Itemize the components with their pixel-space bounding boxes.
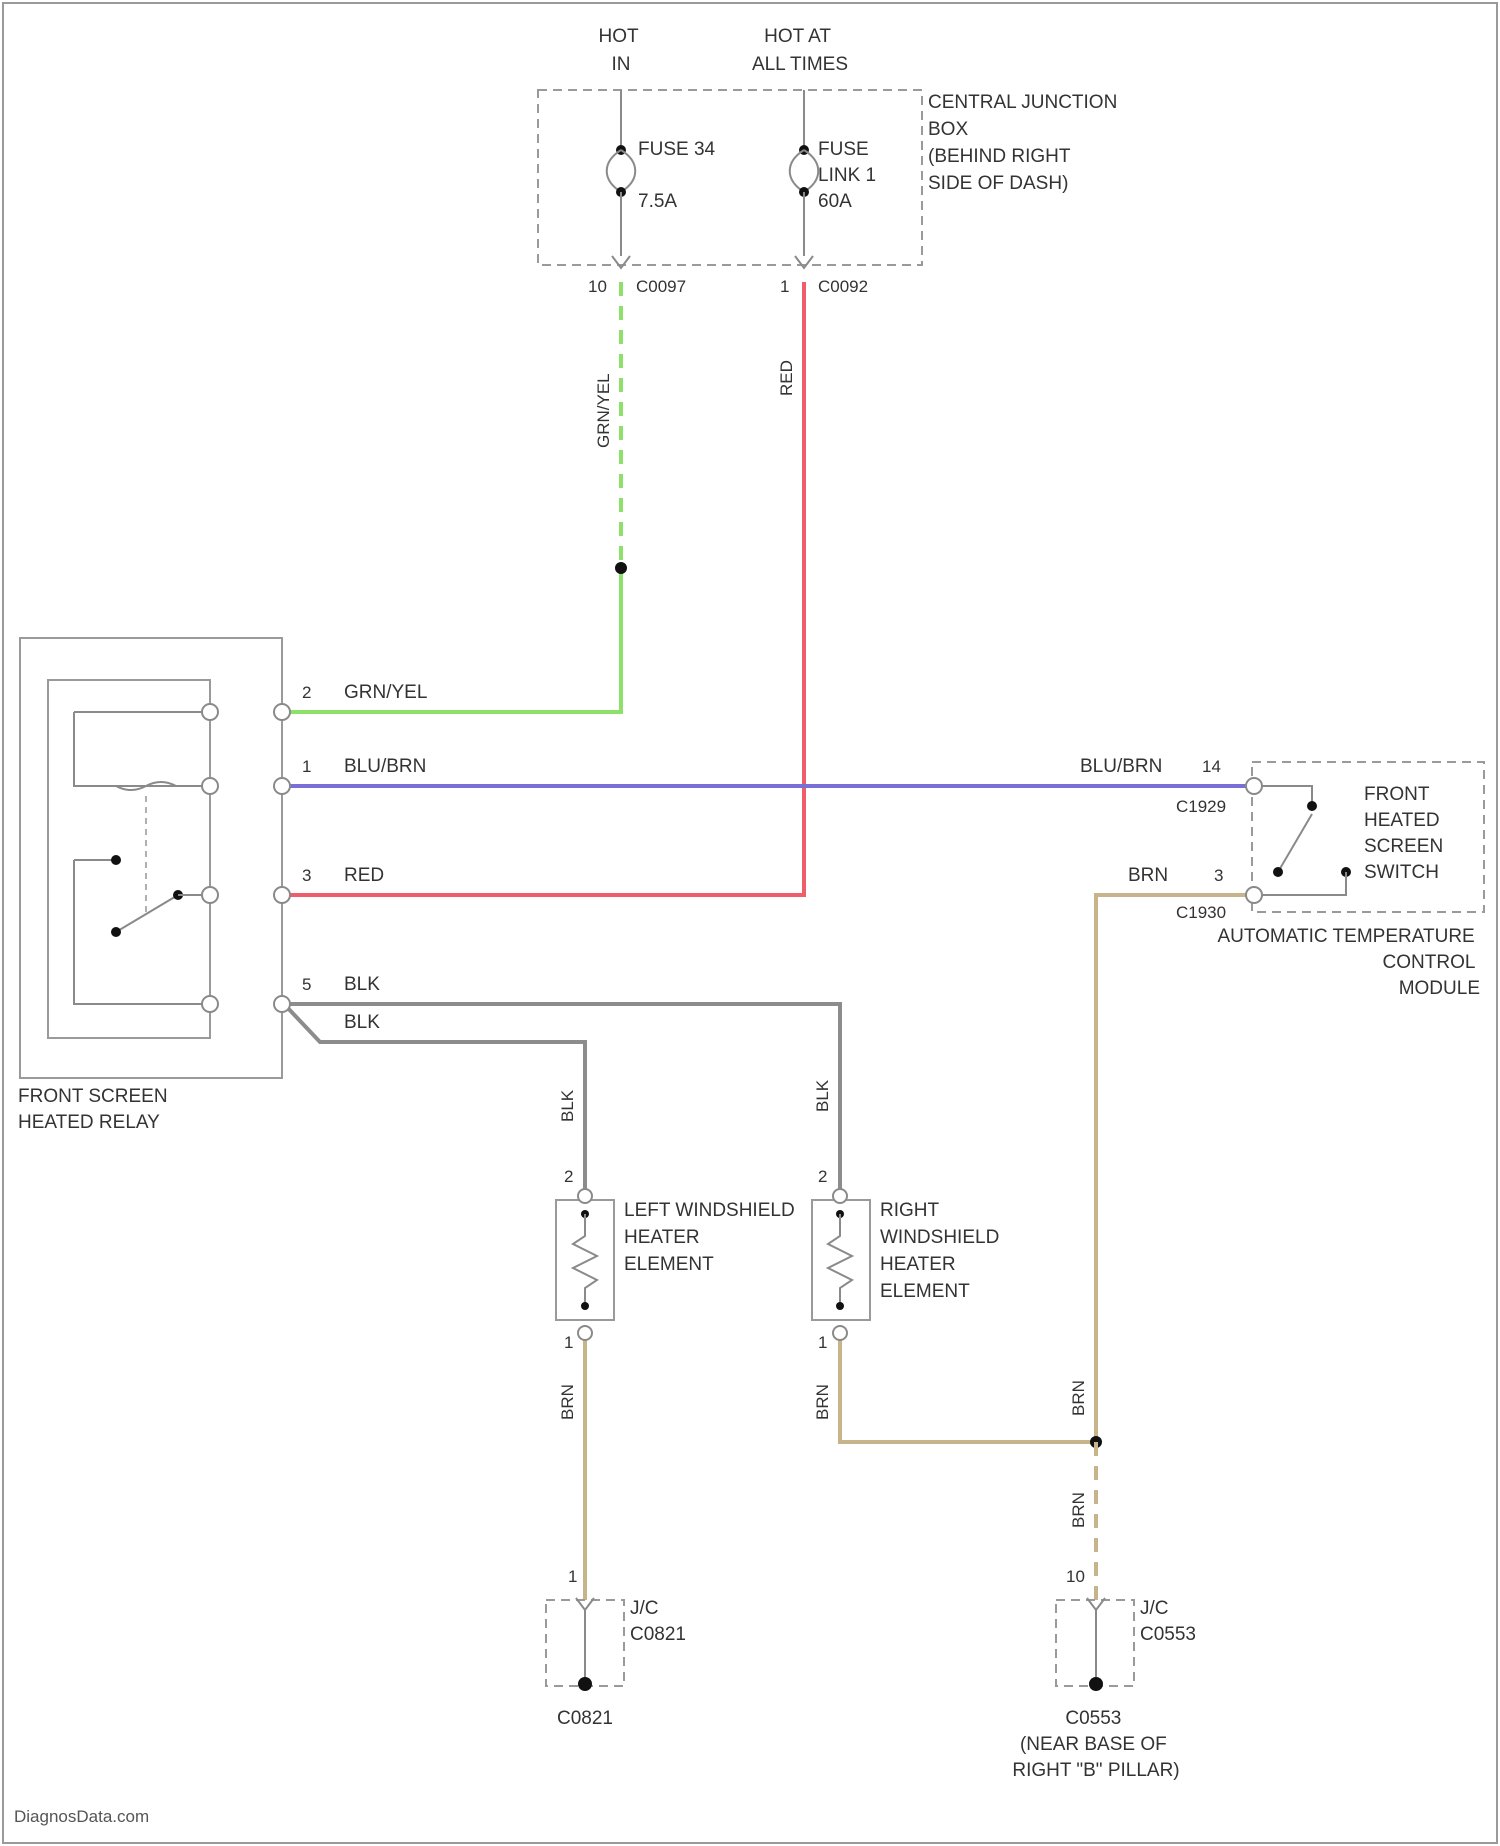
- relay-wire-grn-yel: GRN/YEL: [344, 682, 427, 703]
- wire-label-blk-right: BLK: [813, 1079, 832, 1112]
- right-heater-pin-1: 1: [818, 1333, 827, 1352]
- wire-label-blk-left: BLK: [558, 1089, 577, 1122]
- wire-label-brn-right-upper: BRN: [1069, 1380, 1088, 1416]
- wire-label-red: RED: [777, 360, 796, 396]
- relay-pin-5: 5: [302, 975, 311, 994]
- connector-c1930: C1930: [1176, 903, 1226, 922]
- watermark: DiagnosData.com: [14, 1807, 149, 1826]
- module-pin-3: 3: [1214, 866, 1223, 885]
- relay-pin-3: 3: [302, 866, 311, 885]
- wire-label-brn-left: BRN: [558, 1384, 577, 1420]
- ground-c0821-label: C0821: [557, 1708, 613, 1729]
- relay-pin-1: 1: [302, 757, 311, 776]
- module-wire-brn: BRN: [1128, 865, 1168, 886]
- diagram-frame: [3, 3, 1497, 1843]
- relay-pin-2: 2: [302, 683, 311, 702]
- module-pin-14: 14: [1202, 757, 1221, 776]
- pin-c0092: 1: [780, 277, 789, 296]
- wire-label-brn-mid: BRN: [813, 1384, 832, 1420]
- pin-c0097: 10: [588, 277, 607, 296]
- ground-right-pin: 10: [1066, 1567, 1085, 1586]
- wire-label-brn-right-lower: BRN: [1069, 1492, 1088, 1528]
- relay-wire-blu-brn: BLU/BRN: [344, 756, 426, 777]
- right-heater-pin-2: 2: [818, 1167, 827, 1186]
- ground-left-pin: 1: [568, 1567, 577, 1586]
- splice-dot: [615, 562, 627, 574]
- connector-c0097: C0097: [636, 277, 686, 296]
- connector-c1929: C1929: [1176, 797, 1226, 816]
- relay-wire-blk: BLK: [344, 974, 380, 995]
- connector-c0092: C0092: [818, 277, 868, 296]
- relay-wire-red: RED: [344, 865, 384, 886]
- left-heater-pin-1: 1: [564, 1333, 573, 1352]
- left-heater-pin-2: 2: [564, 1167, 573, 1186]
- relay-wire-blk-branch: BLK: [344, 1012, 380, 1033]
- module-wire-blu-brn: BLU/BRN: [1080, 756, 1162, 777]
- wire-label-grn-yel: GRN/YEL: [594, 373, 613, 448]
